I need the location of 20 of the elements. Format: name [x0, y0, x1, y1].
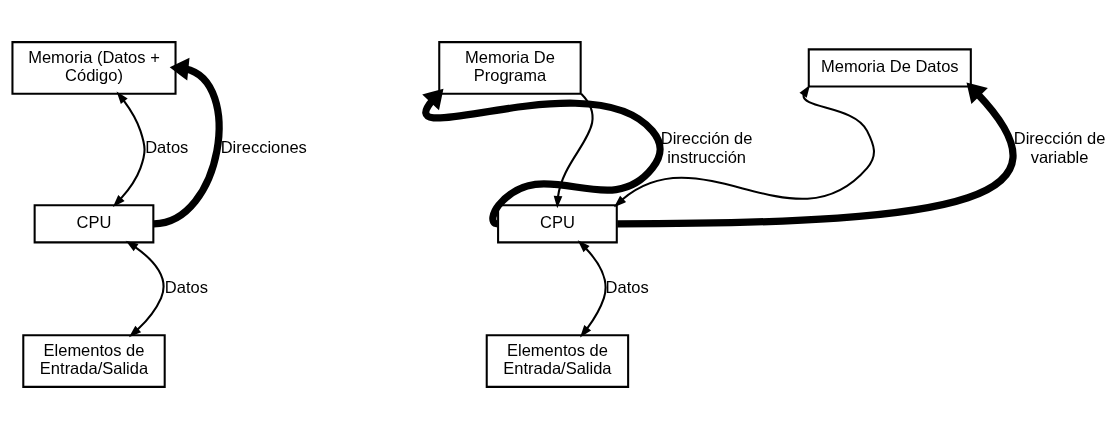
node-box: Memoria De Datos [807, 48, 972, 88]
arrow [125, 240, 165, 338]
node-box: Memoria (Datos + Código) [11, 41, 177, 95]
arrow [422, 88, 664, 227]
edge-label: Direcciones [220, 138, 307, 157]
arrow [614, 84, 875, 208]
node-box: Elementos de Entrada/Salida [485, 334, 630, 388]
edge-label: Dirección de instrucción [660, 129, 753, 166]
node-box: CPU [497, 204, 618, 244]
arrow [577, 240, 607, 338]
arrow [112, 91, 146, 207]
node-box: Memoria De Programa [438, 41, 582, 95]
edge-label: Datos [605, 277, 649, 296]
node-box: Elementos de Entrada/Salida [22, 334, 166, 388]
arrow [153, 57, 223, 228]
arrow [553, 93, 594, 209]
edge-label: Datos [145, 138, 189, 157]
edge-label: Dirección de variable [1013, 129, 1106, 166]
node-box: CPU [33, 204, 155, 244]
edge-label: Datos [164, 277, 208, 296]
